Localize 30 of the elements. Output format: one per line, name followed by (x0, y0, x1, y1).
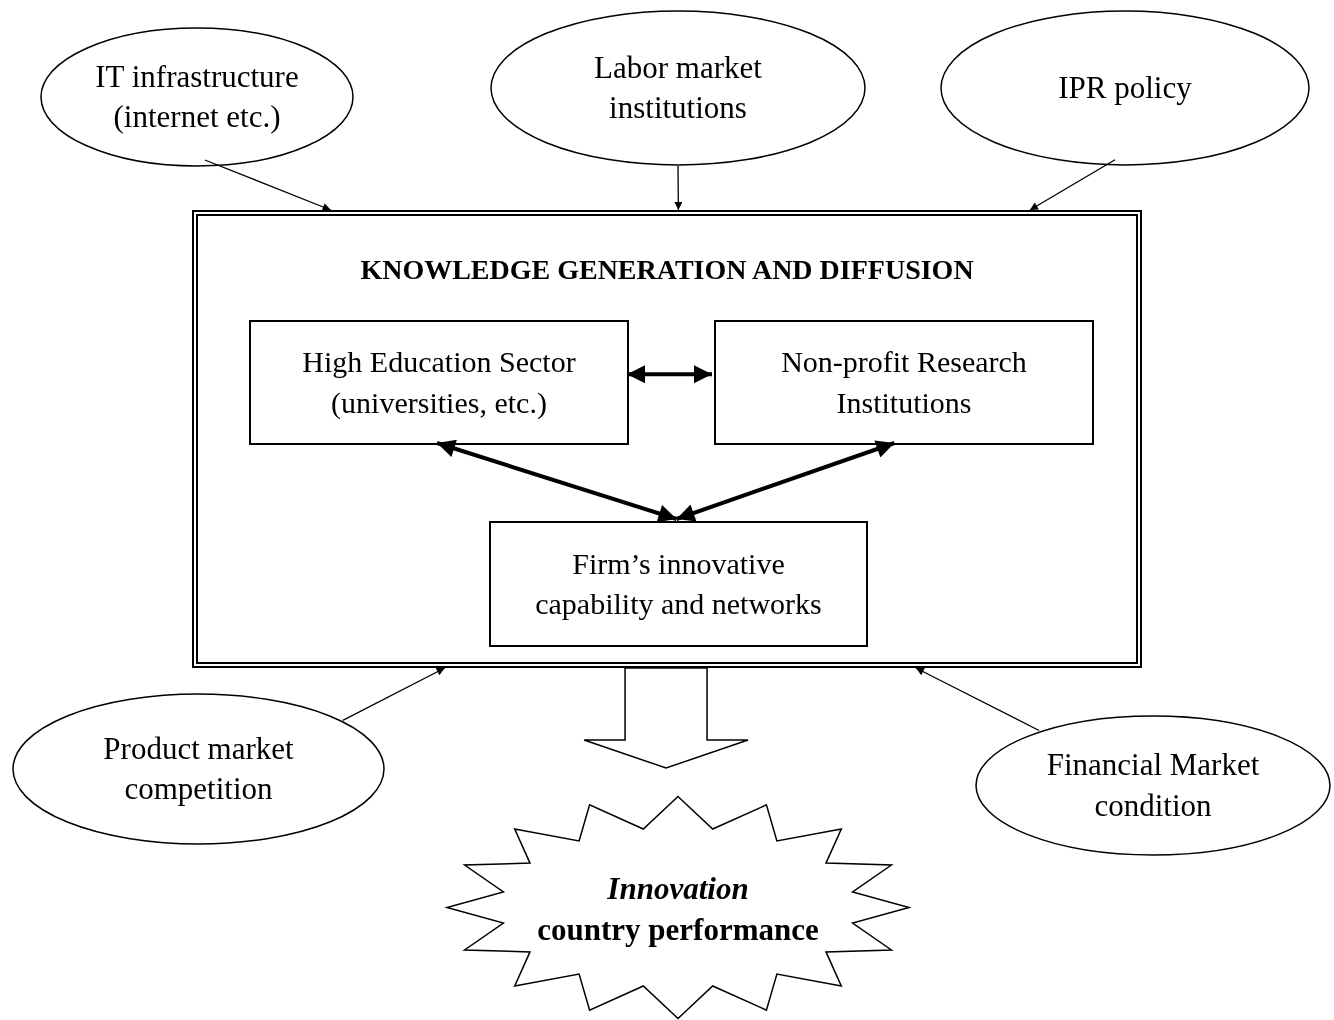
arrow (675, 440, 896, 522)
container-title: KNOWLEDGE GENERATION AND DIFFUSION (360, 253, 974, 287)
process-box (489, 521, 868, 647)
node-label: Financial Market condition (1045, 746, 1261, 825)
node-label: country performance (537, 910, 819, 949)
arrow (1029, 159, 1116, 211)
node-label: Labor market institutions (593, 48, 763, 127)
node-label: Product market competition (102, 729, 295, 808)
ellipse-node (975, 715, 1331, 856)
node-label: High Education Sector (universities, etc.) (301, 344, 577, 421)
ellipse-node (490, 10, 866, 166)
container-box (192, 210, 1142, 668)
arrow (204, 159, 332, 211)
arrow (342, 667, 446, 721)
arrow (627, 365, 712, 384)
arrow (674, 165, 683, 211)
process-box (249, 320, 629, 445)
node-label: Non-profit Research Institutions (780, 344, 1028, 421)
node-label: Innovation (607, 870, 749, 909)
ellipse-node (12, 693, 385, 845)
node-label: IT infrastructure (internet etc.) (94, 57, 300, 136)
node-label: Firm’s innovative capability and networks (534, 545, 823, 622)
process-box (714, 320, 1094, 445)
block-arrow (583, 667, 749, 769)
arrow (436, 439, 678, 523)
node-label: IPR policy (1058, 68, 1192, 107)
ellipse-node (40, 27, 354, 167)
arrow (915, 667, 1040, 732)
ellipse-node (940, 10, 1310, 166)
starburst-node (445, 795, 911, 1020)
